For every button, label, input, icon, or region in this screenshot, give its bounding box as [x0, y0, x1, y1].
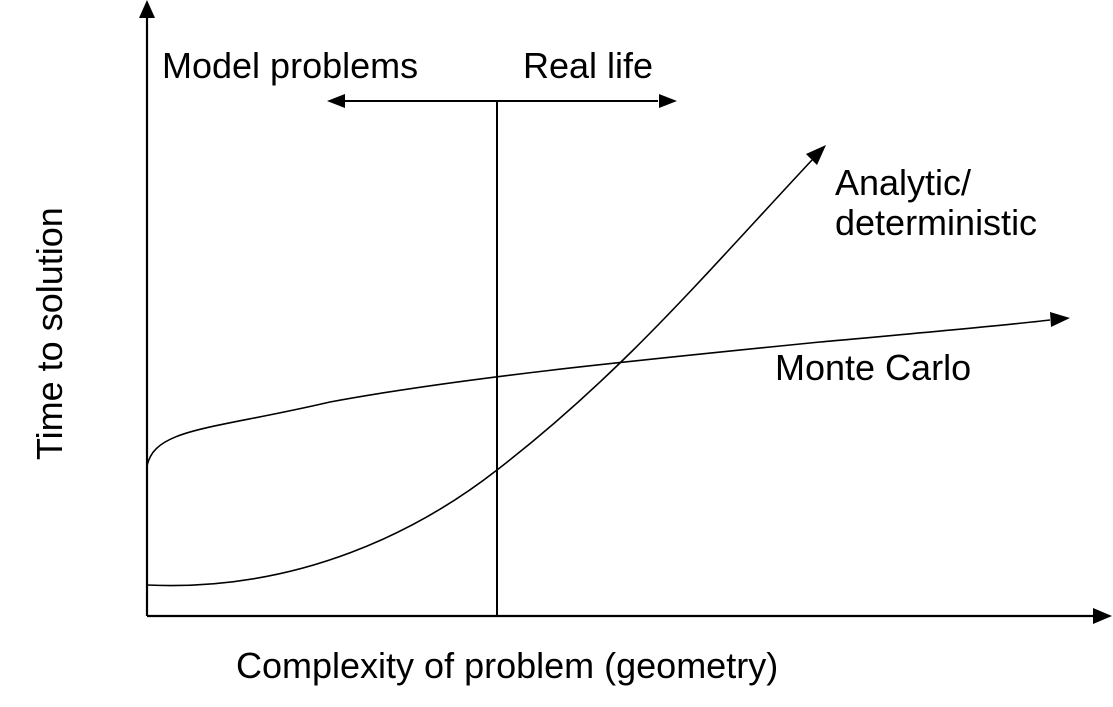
- scope-arrowhead-right: [659, 94, 677, 108]
- y-axis-label: Time to solution: [29, 207, 70, 460]
- monte-carlo-arrowhead: [1050, 312, 1070, 327]
- monte-carlo-curve: [146, 319, 1051, 467]
- real-life-label: Real life: [523, 45, 653, 86]
- scope-arrowhead-left: [327, 94, 345, 108]
- analytic-deterministic-arrowhead: [806, 145, 826, 165]
- analytic-deterministic-curve: [146, 159, 813, 587]
- y-axis-arrowhead: [139, 0, 155, 18]
- analytic-label-line-2: deterministic: [835, 202, 1037, 243]
- analytic-deterministic-label: Analytic/ deterministic: [835, 162, 1037, 243]
- x-axis-arrowhead: [1093, 608, 1112, 624]
- x-axis-label: Complexity of problem (geometry): [236, 645, 778, 686]
- analytic-label-line-1: Analytic/: [835, 162, 971, 203]
- model-problems-label: Model problems: [162, 45, 418, 86]
- monte-carlo-label: Monte Carlo: [775, 347, 971, 388]
